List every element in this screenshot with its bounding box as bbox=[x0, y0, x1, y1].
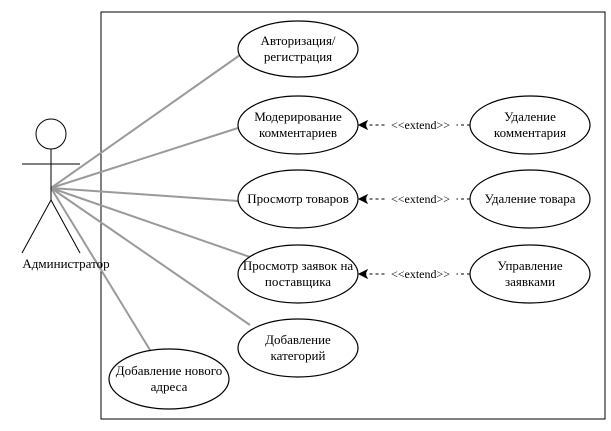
extend-relations: <<extend>> <<extend>> <<extend>> bbox=[357, 117, 470, 282]
usecase-label-moderate: комментариев bbox=[259, 125, 337, 140]
actor-right-leg bbox=[50, 199, 81, 254]
usecase-label-delete-comment: Удаление bbox=[504, 109, 556, 124]
usecase-delete-product: Удаление товара bbox=[469, 169, 591, 229]
usecase-label-view-requests: Просмотр заявок на bbox=[243, 258, 354, 273]
usecase-label-manage-requests: заявками bbox=[505, 274, 555, 289]
usecase-ellipse-delete-comment bbox=[469, 95, 591, 155]
usecase-ellipse-view-requests bbox=[237, 244, 359, 304]
usecase-label-delete-comment: комментария bbox=[494, 125, 566, 140]
actor-left-leg bbox=[21, 199, 52, 254]
usecase-label-auth: регистрация bbox=[264, 49, 332, 64]
association-line-moderate bbox=[50, 127, 239, 189]
usecase-label-manage-requests: Управление bbox=[497, 258, 562, 273]
actor-head bbox=[35, 118, 67, 150]
extend-label-bg-manage-requests bbox=[384, 266, 457, 282]
extend-label-manage-requests: <<extend>> bbox=[391, 267, 450, 281]
usecase-label-add-address: адреса bbox=[151, 379, 188, 394]
association-line-add-address bbox=[50, 187, 151, 351]
usecase-auth: Авторизация/регистрация bbox=[237, 20, 359, 78]
extend-arrowhead-delete-product bbox=[357, 193, 369, 205]
usecase-ellipse-view-products bbox=[237, 169, 359, 229]
usecase-ellipse-add-category bbox=[237, 318, 359, 378]
extend-arrowhead-manage-requests bbox=[357, 268, 369, 280]
actor-figure: Администратор bbox=[21, 118, 110, 271]
usecase-ellipse-add-address bbox=[108, 348, 230, 410]
extend-label-bg-delete-comment bbox=[384, 117, 457, 133]
actor-name: Администратор bbox=[22, 256, 109, 271]
usecase-ellipse-delete-product bbox=[469, 169, 591, 229]
usecase-label-add-category: категорий bbox=[271, 348, 326, 363]
usecase-label-add-address: Добавление нового bbox=[116, 363, 222, 378]
extend-label-delete-comment: <<extend>> bbox=[391, 118, 450, 132]
use-cases: Авторизация/регистрацияМодерированиекомм… bbox=[108, 20, 591, 410]
usecase-label-add-category: Добавление bbox=[265, 332, 331, 347]
usecase-label-view-requests: поставщика bbox=[265, 274, 331, 289]
association-line-view-requests bbox=[50, 187, 251, 258]
system-boundary bbox=[100, 11, 606, 420]
association-lines bbox=[50, 54, 251, 351]
usecase-label-moderate: Модерирование bbox=[254, 109, 342, 124]
usecase-ellipse-auth bbox=[237, 20, 359, 78]
extend-label-bg-delete-product bbox=[384, 191, 457, 207]
association-line-view-products bbox=[50, 187, 239, 202]
usecase-label-delete-product: Удаление товара bbox=[484, 191, 575, 206]
usecase-view-products: Просмотр товаров bbox=[237, 169, 359, 229]
extend-label-delete-product: <<extend>> bbox=[391, 192, 450, 206]
association-line-auth bbox=[50, 54, 241, 189]
association-line-add-category bbox=[50, 187, 251, 326]
usecase-ellipse-manage-requests bbox=[469, 244, 591, 304]
usecase-ellipse-moderate bbox=[237, 95, 359, 155]
usecase-label-auth: Авторизация/ bbox=[260, 33, 335, 48]
extend-arrowhead-delete-comment bbox=[357, 119, 369, 131]
usecase-label-view-products: Просмотр товаров bbox=[247, 191, 349, 206]
